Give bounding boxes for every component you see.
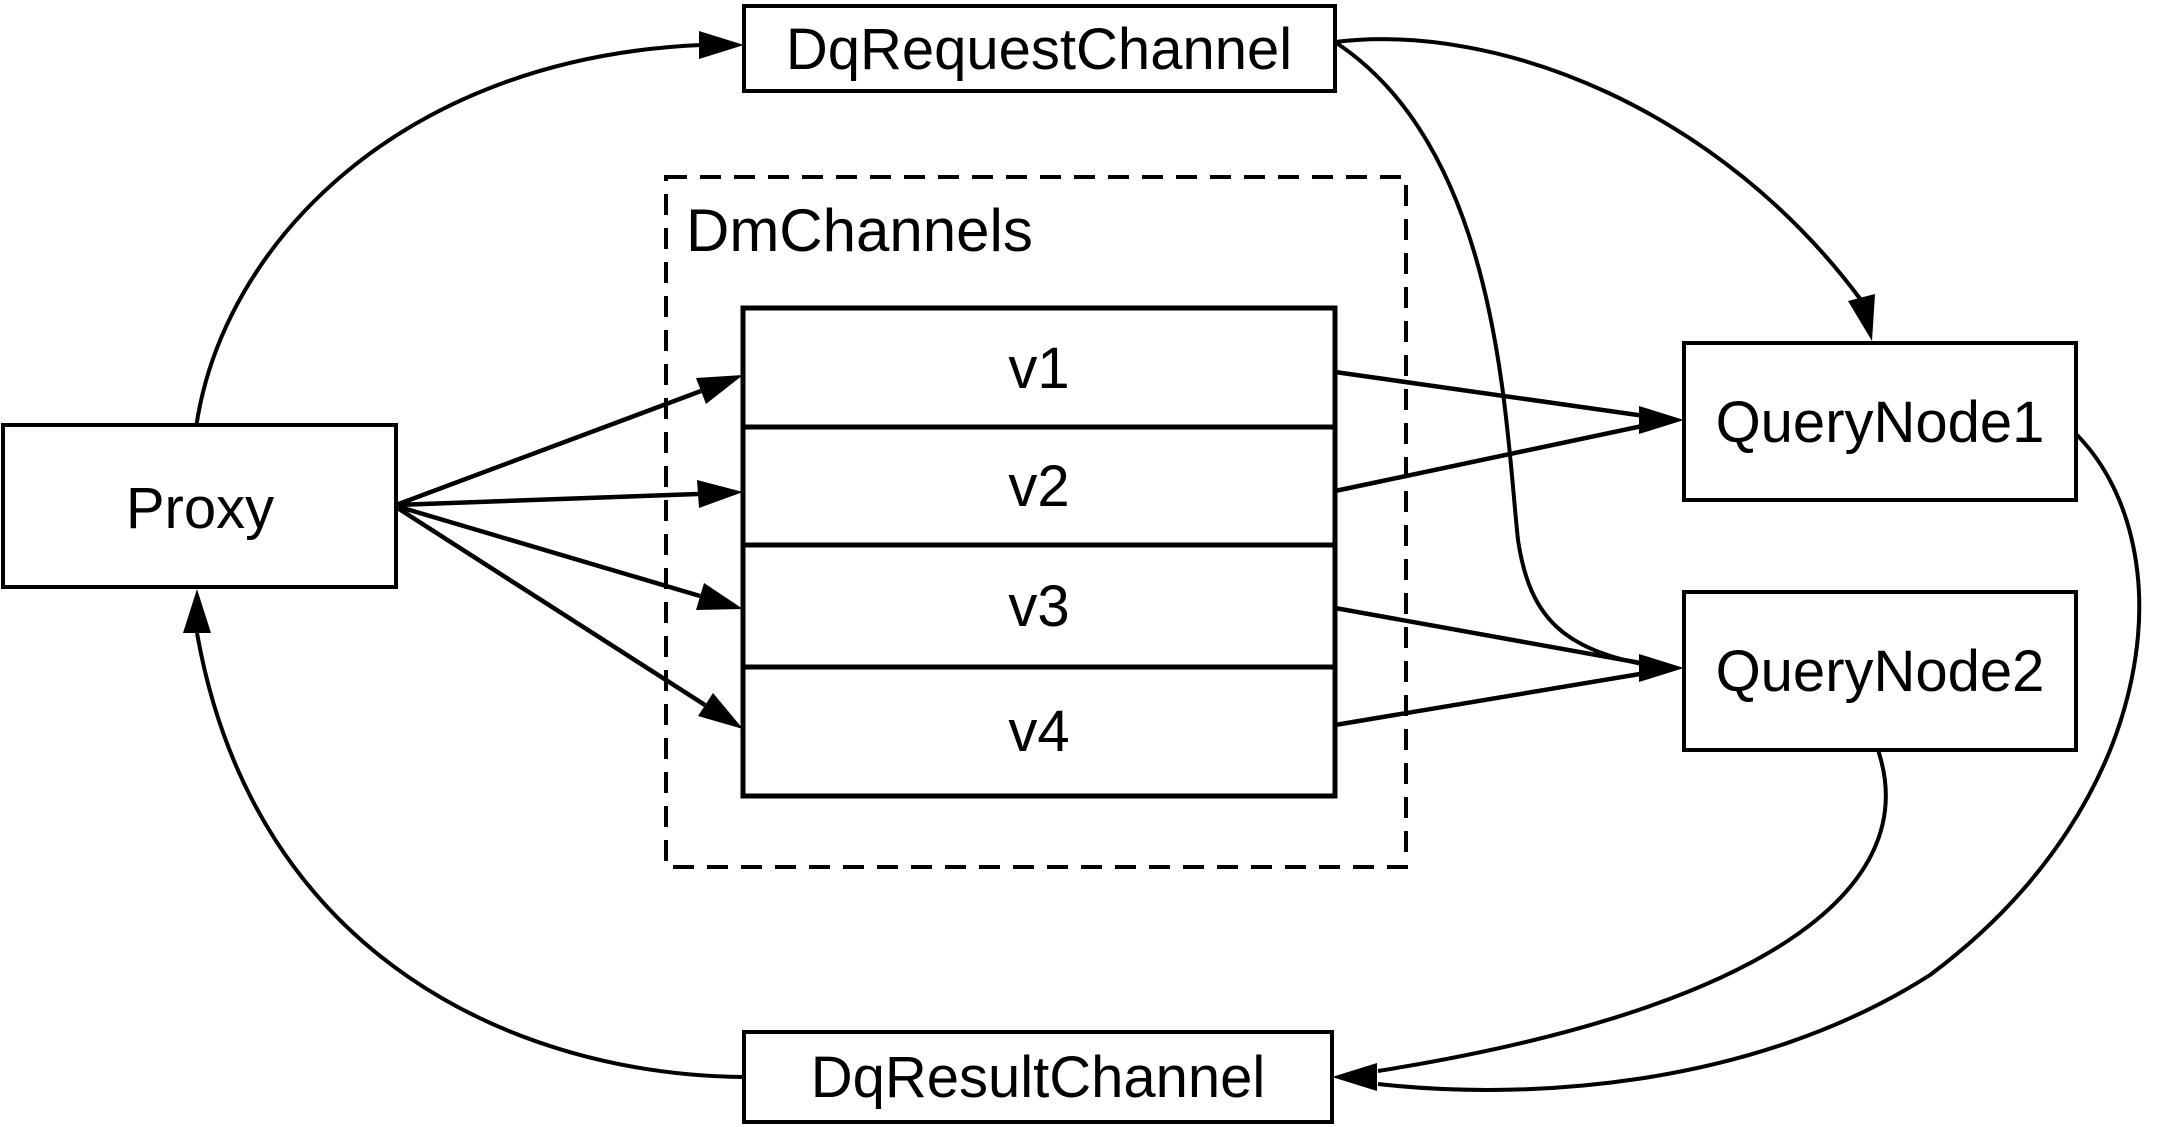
arrowhead-into-querynode1-top-icon [1848, 294, 1875, 341]
edge-v1-to-querynode1 [1334, 369, 1653, 420]
arrowheads [183, 31, 1875, 1091]
edge-dqrequestchannel-to-querynode1 [1334, 37, 1863, 302]
arrowhead-into-querynode1-left-icon [1639, 406, 1684, 434]
dqrequestchannel-node-label: DqRequestChannel [786, 17, 1292, 82]
edge-dqresultchannel-to-proxy [195, 632, 745, 1079]
dmchannels-group-label: DmChannels [686, 197, 1033, 264]
edge-proxy-to-v3 [395, 503, 701, 599]
edge-querynode1-to-dqresultchannel [1377, 430, 2142, 1092]
edge-v4-to-querynode2 [1334, 669, 1653, 728]
channel-row-label-v1: v1 [1008, 336, 1069, 401]
arrowhead-into-dqrequestchannel-icon [699, 31, 744, 59]
channel-row-label-v3: v3 [1008, 574, 1069, 639]
arrowhead-into-v1-icon [696, 375, 743, 404]
edge-proxy-to-v4 [394, 505, 707, 707]
channel-table [740, 305, 1338, 799]
querynode2-node-label: QueryNode2 [1716, 639, 2045, 704]
channel-row-label-v4: v4 [1008, 699, 1069, 764]
channel-row-label-v2: v2 [1008, 454, 1069, 519]
edge-proxy-to-v2 [395, 491, 699, 508]
querynode2-node-box [1682, 590, 2078, 752]
arrowhead-into-querynode2-left-icon [1639, 654, 1684, 682]
proxy-node-box [1, 423, 398, 589]
edge-proxy-to-v1 [395, 388, 702, 508]
querynode1-node-box [1682, 341, 2078, 502]
proxy-node-label: Proxy [126, 476, 274, 541]
edge-v2-to-querynode1 [1334, 421, 1653, 494]
channel-table-box [740, 305, 1338, 799]
arrowhead-into-v2-icon [697, 480, 743, 508]
dqresultchannel-node-label: DqResultChannel [811, 1045, 1266, 1110]
arrowhead-into-dqresultchannel-icon [1332, 1063, 1377, 1091]
edge-querynode2-to-dqresultchannel [1377, 749, 1888, 1073]
arrowhead-into-proxy-bottom-icon [183, 589, 211, 633]
dqrequestchannel-node-box [742, 4, 1337, 93]
querynode1-node-label: QueryNode1 [1716, 390, 2045, 455]
edge-dqrequestchannel-to-querynode2 [1333, 40, 1653, 668]
edge-lines [194, 37, 2142, 1092]
arrowhead-into-v4-icon [698, 693, 743, 729]
arrowhead-into-v3-icon [696, 583, 743, 610]
edge-v3-to-querynode2 [1334, 605, 1653, 668]
edge-proxy-to-dqrequestchannel [194, 43, 702, 429]
